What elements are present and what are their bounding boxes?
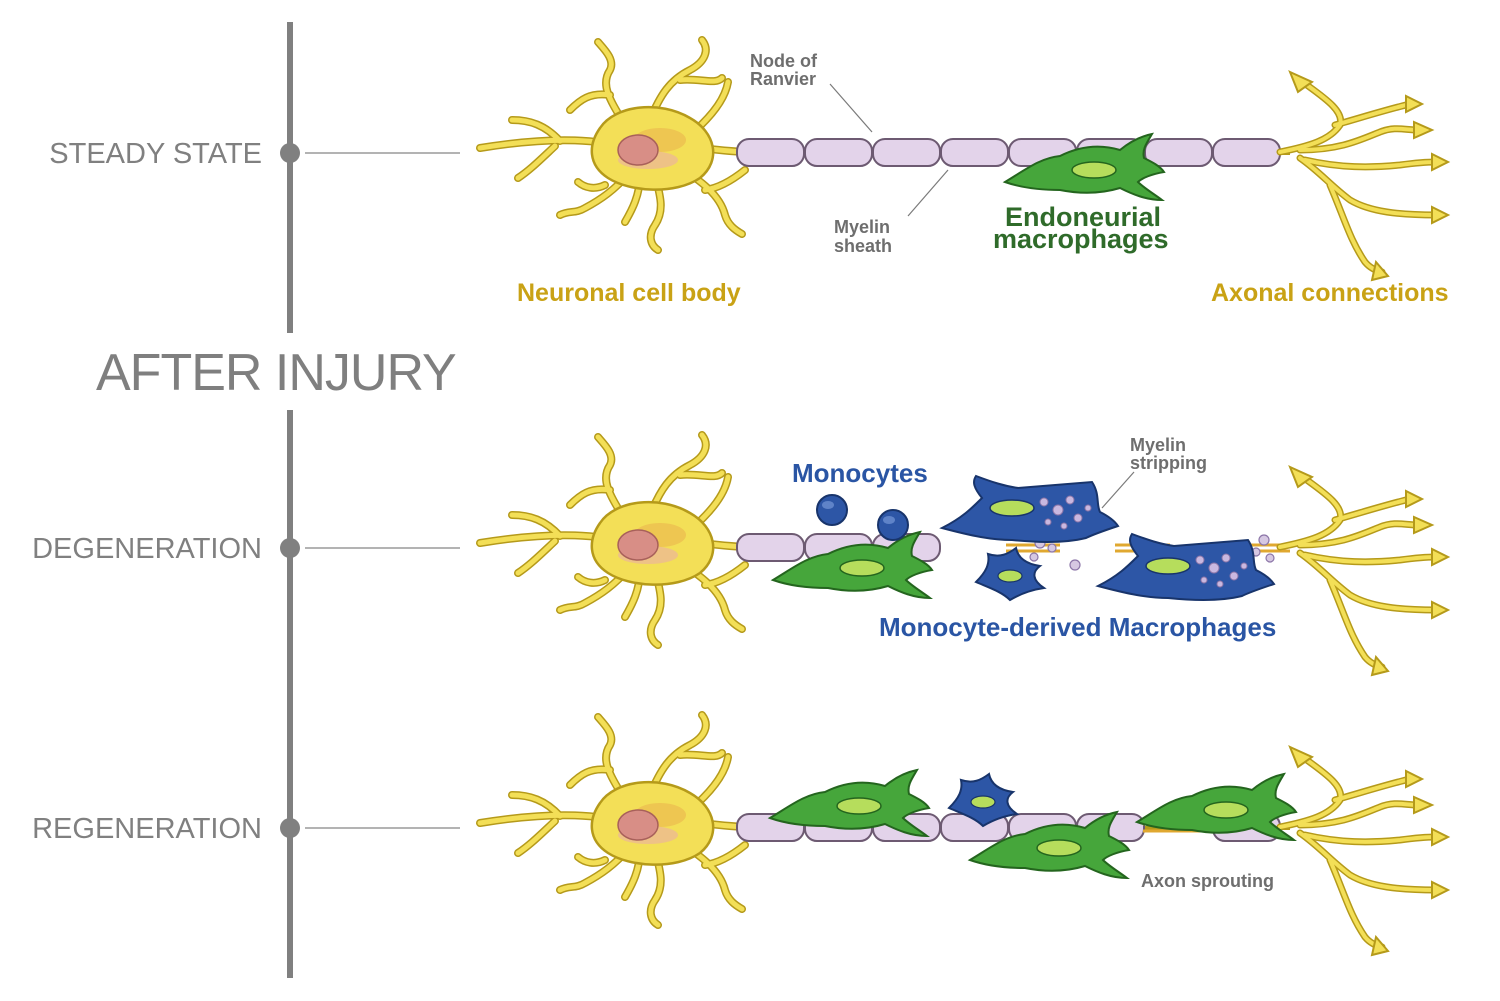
timeline-marker-regeneration <box>280 818 300 838</box>
timeline-marker-steady-state <box>280 143 300 163</box>
monocyte-derived-macrophages-label: Monocyte-derived Macrophages <box>879 612 1276 642</box>
neuronal-cell-body <box>480 715 750 925</box>
after-injury-label: AFTER INJURY <box>96 344 456 402</box>
monocyte <box>877 509 909 541</box>
axonal-connections-label: Axonal connections <box>1211 279 1449 307</box>
timeline <box>280 22 460 978</box>
axon-terminal <box>1280 747 1448 955</box>
degeneration-neuron <box>480 435 1448 675</box>
steady-state-neuron <box>480 40 1448 280</box>
monocyte <box>816 494 848 526</box>
node-of-ranvier-label: Node of Ranvier <box>750 51 822 89</box>
stage-label-degeneration: DEGENERATION <box>32 533 262 565</box>
neuronal-cell-body <box>480 435 750 645</box>
monocytes-label: Monocytes <box>792 458 928 488</box>
neuronal-cell-body <box>480 40 750 250</box>
timeline-marker-degeneration <box>280 538 300 558</box>
endoneurial-macrophages-label: Endoneurial macrophages <box>993 202 1169 254</box>
neuronal-cell-body-label: Neuronal cell body <box>517 279 741 307</box>
myelin-sheath <box>736 138 1281 167</box>
axon-sprouting-label: Axon sprouting <box>1141 871 1274 891</box>
axon-terminal <box>1280 467 1448 675</box>
stage-label-steady-state: STEADY STATE <box>49 138 262 170</box>
regeneration-neuron <box>480 715 1448 955</box>
stage-label-regeneration: REGENERATION <box>32 813 262 845</box>
myelin-stripping-label: Myelin stripping <box>1130 435 1207 473</box>
axon-terminal <box>1280 72 1448 280</box>
myelin-sheath-label: Myelin sheath <box>834 217 895 256</box>
monocyte-derived-macrophage <box>941 475 1119 543</box>
